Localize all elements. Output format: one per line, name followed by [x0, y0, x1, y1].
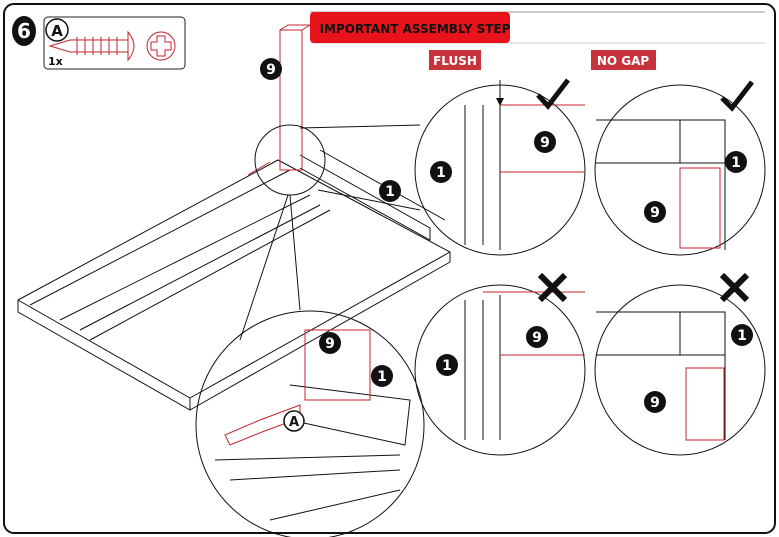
- cross-icon: [719, 272, 750, 303]
- cross-icon: [537, 272, 568, 303]
- flush-wrong-circle: 9 1: [414, 272, 586, 456]
- important-step-banner: IMPORTANT ASSEMBLY STEP: [310, 11, 765, 44]
- parts-rail-text: 1: [377, 369, 387, 385]
- parts-board-text: 9: [266, 62, 276, 78]
- parts-rail-text: 1: [436, 165, 446, 181]
- parts-rail-text: 1: [737, 328, 747, 344]
- no-gap-correct-circle: 1 9: [594, 80, 766, 256]
- bed-frame-drawing: [17, 24, 451, 411]
- screw-icon: [48, 30, 176, 62]
- part-9-marker: 9: [260, 58, 282, 80]
- hardware-part_letter-text: A: [51, 22, 63, 40]
- parts-board-text: 9: [532, 330, 542, 346]
- hardware-box: A 1x: [43, 16, 186, 70]
- parts-board-text: 9: [325, 336, 335, 352]
- step-number-badge: 6: [12, 16, 36, 46]
- hardware-quantity-text: 1x: [48, 55, 63, 68]
- parts-screw-text: A: [289, 415, 299, 430]
- labels-flush-text: FLUSH: [433, 54, 477, 68]
- no-gap-label: NO GAP: [591, 50, 656, 70]
- flush-correct-circle: 9 1: [414, 78, 586, 256]
- step-number-text: 6: [17, 19, 31, 43]
- page-frame: [3, 3, 776, 534]
- no-gap-wrong-circle: 1 9: [594, 272, 766, 456]
- parts-rail-text: 1: [442, 358, 452, 374]
- check-icon: [536, 78, 570, 110]
- banner-title-text: IMPORTANT ASSEMBLY STEP: [320, 22, 511, 36]
- parts-rail-text: 1: [385, 184, 395, 200]
- part-1-marker: 1: [379, 180, 401, 202]
- parts-board-text: 9: [540, 135, 550, 151]
- screw-detail-circle: A 9 1: [195, 310, 425, 537]
- check-icon: [720, 80, 754, 112]
- labels-no_gap-text: NO GAP: [597, 54, 650, 68]
- flush-label: FLUSH: [429, 50, 481, 70]
- parts-rail-text: 1: [731, 155, 741, 171]
- parts-board-text: 9: [650, 395, 660, 411]
- parts-board-text: 9: [650, 205, 660, 221]
